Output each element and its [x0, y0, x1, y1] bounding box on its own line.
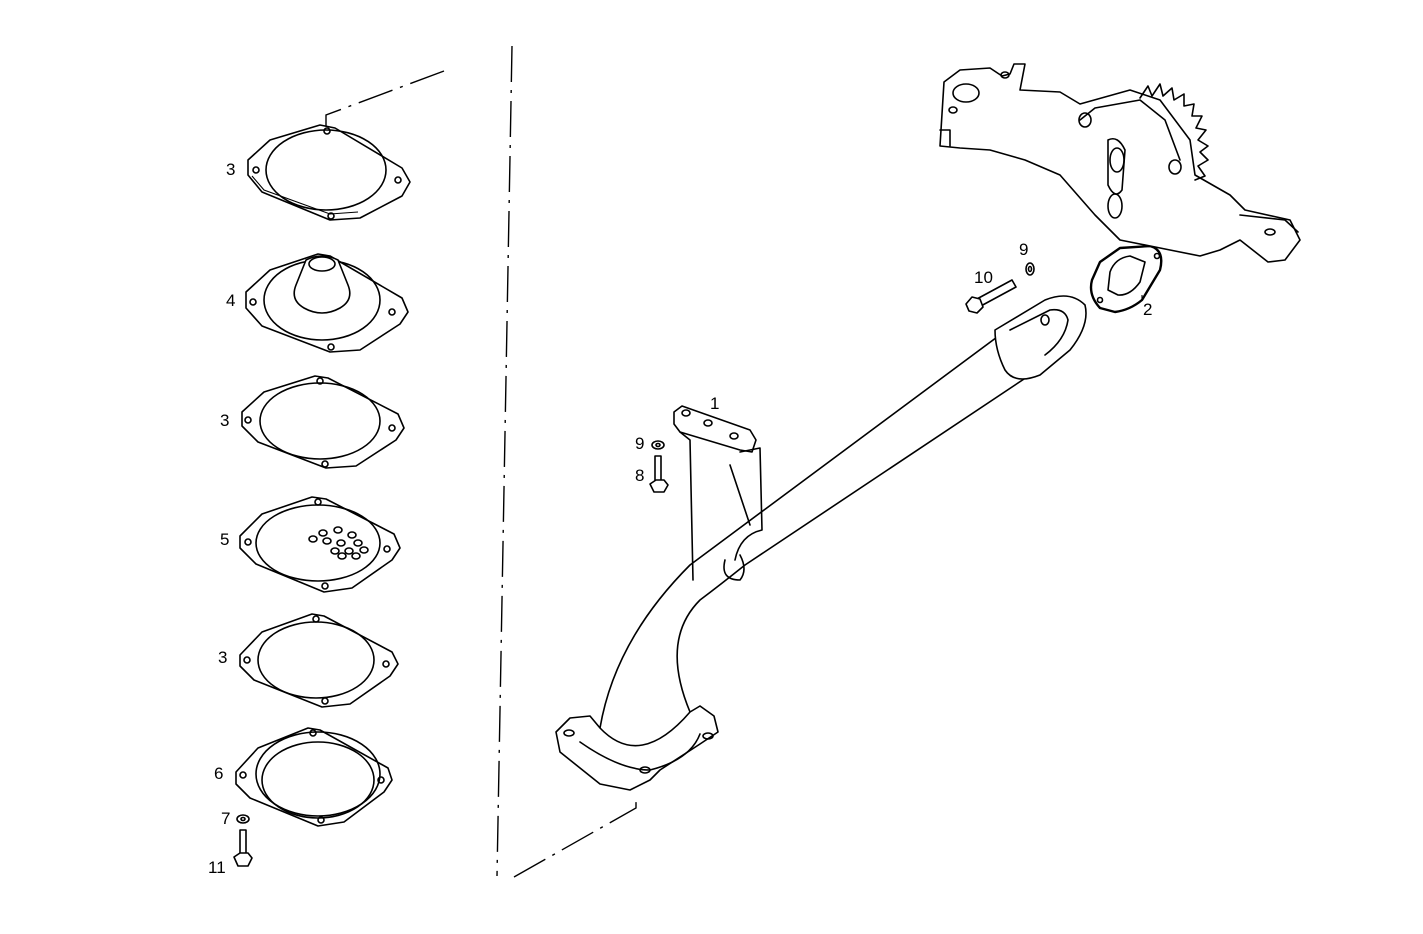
strainer-screen-part-5	[239, 496, 401, 593]
callout-1: 1	[710, 394, 720, 413]
callout-9-bracket: 9	[635, 434, 645, 453]
callout-11: 11	[208, 858, 226, 877]
gasket-part-3-top	[247, 124, 411, 221]
callout-3-middle: 3	[220, 411, 230, 430]
callout-3-top: 3	[226, 160, 236, 179]
washer-part-9-flange	[1025, 262, 1035, 276]
assembly-centerlines	[325, 45, 637, 878]
flange-gasket-part-2	[1089, 244, 1163, 314]
gasket-part-3-middle	[241, 375, 405, 469]
screw-part-8	[649, 455, 669, 493]
callout-4: 4	[226, 291, 236, 310]
callout-7: 7	[221, 809, 231, 828]
callout-9-flange: 9	[1019, 240, 1029, 259]
callout-2: 2	[1143, 300, 1153, 319]
screw-part-11	[233, 829, 253, 867]
callout-5: 5	[220, 530, 230, 549]
callout-10: 10	[974, 268, 993, 287]
retaining-ring-part-6	[235, 727, 393, 827]
callout-8: 8	[635, 466, 645, 485]
gasket-part-3-lower	[239, 613, 399, 708]
washer-part-7	[236, 814, 250, 824]
oil-pump-body	[939, 63, 1301, 263]
suction-pipe-part-1	[555, 295, 1087, 791]
washer-part-9-bracket	[651, 440, 665, 450]
screen-holes	[308, 526, 369, 560]
callout-6: 6	[214, 764, 224, 783]
strainer-cover-part-4	[245, 253, 409, 353]
callout-3-lower: 3	[218, 648, 228, 667]
bolt-part-10	[965, 279, 1017, 314]
